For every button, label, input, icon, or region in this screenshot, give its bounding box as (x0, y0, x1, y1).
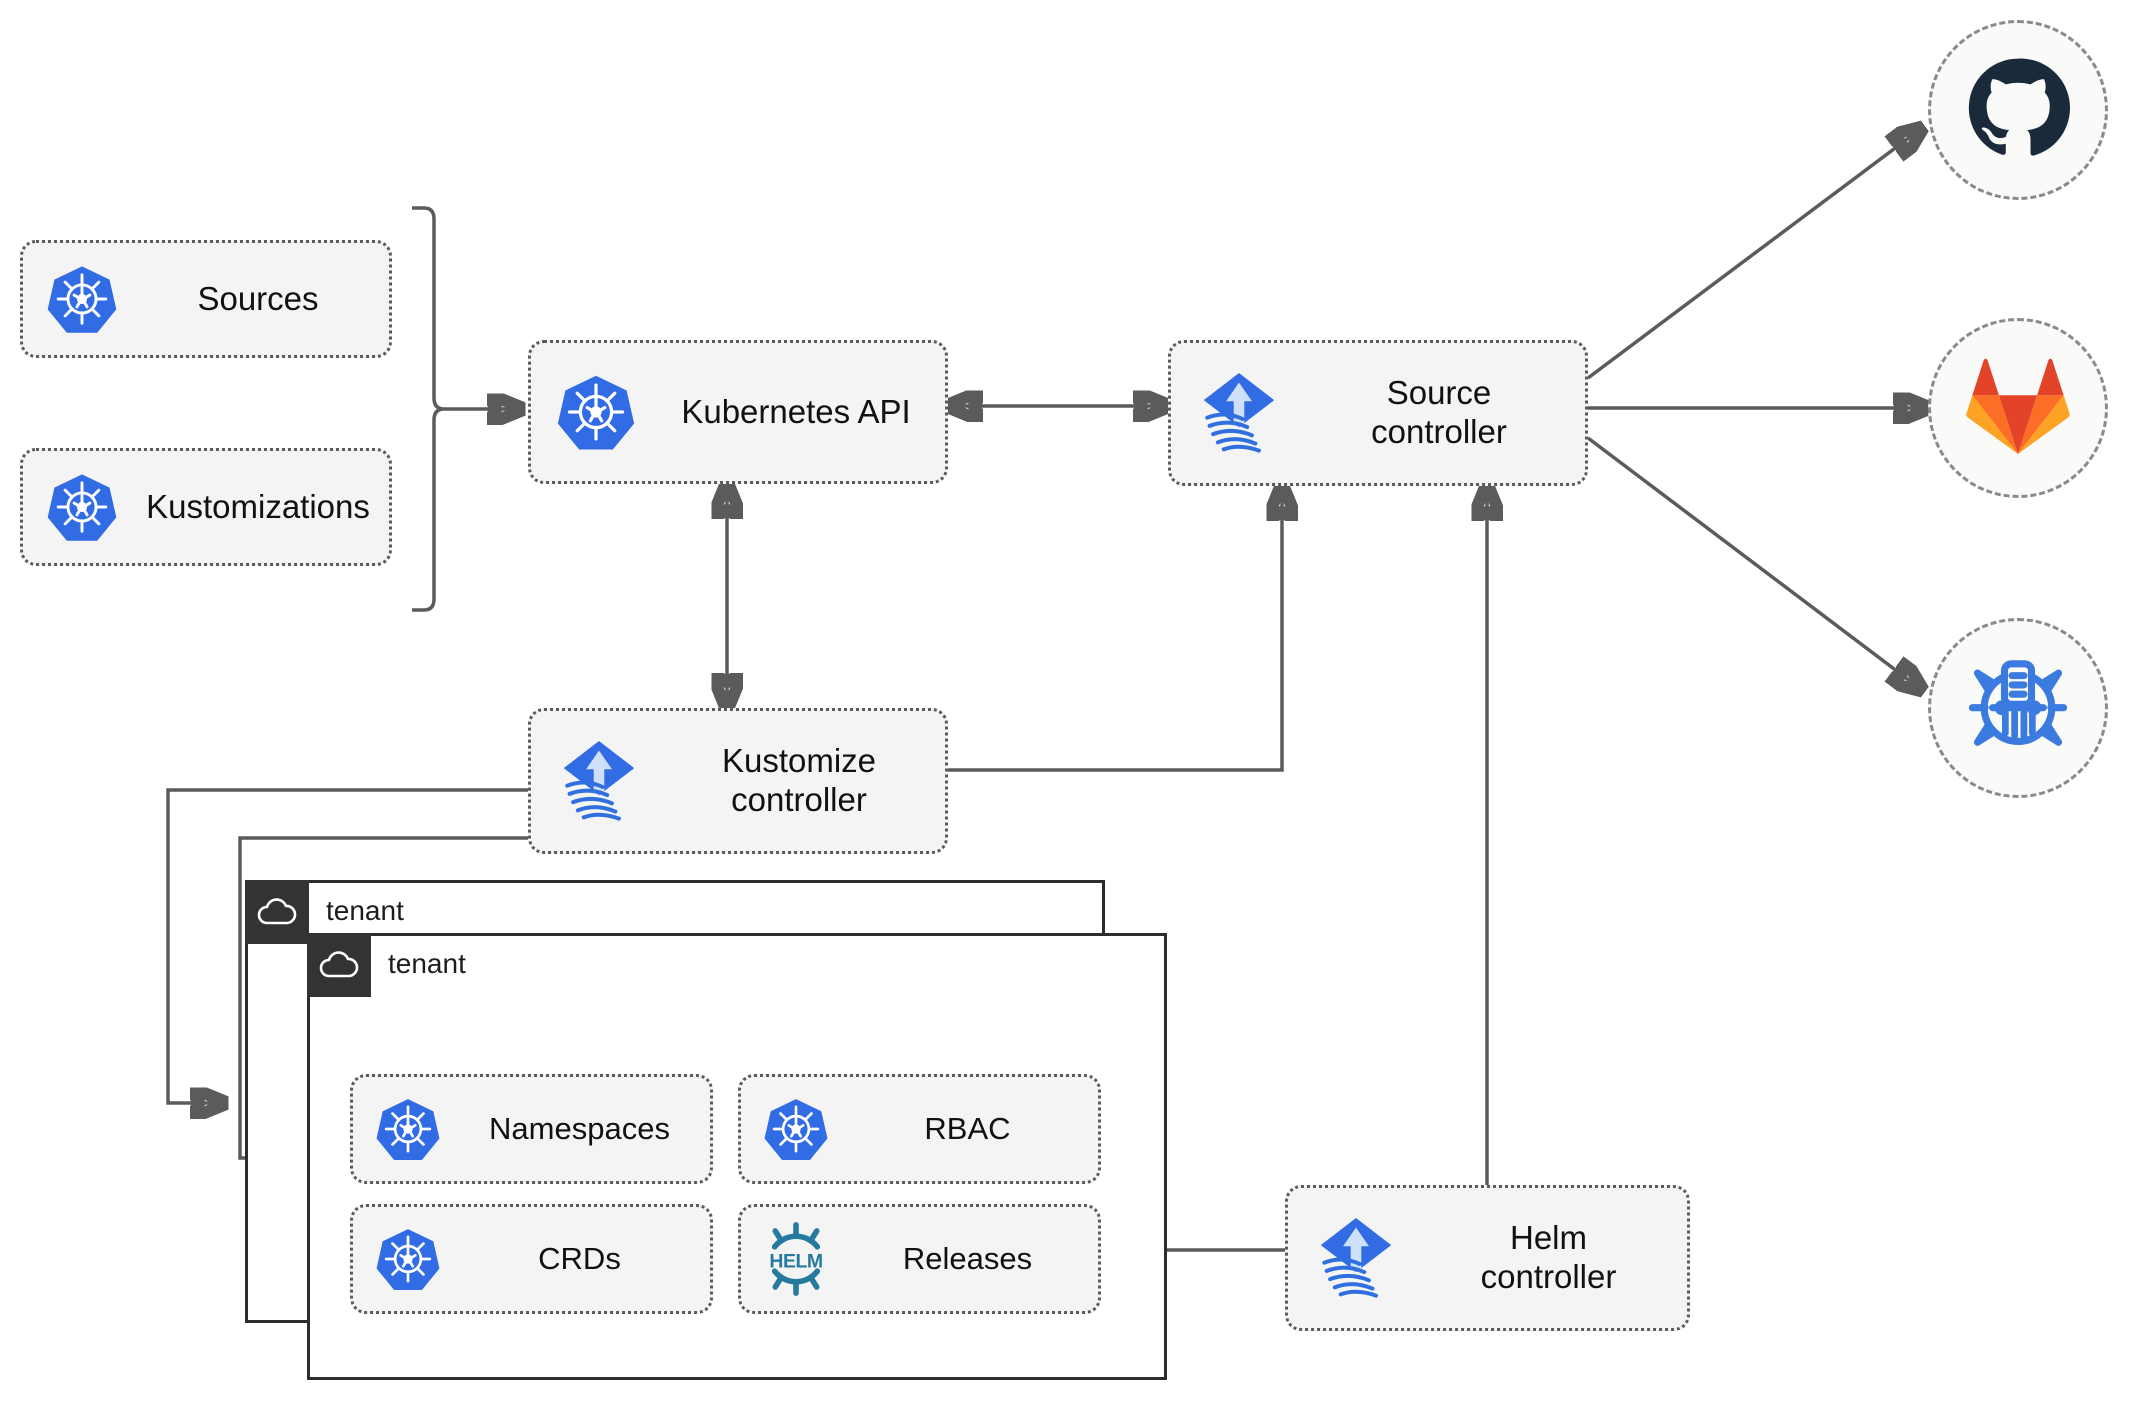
tenant-resource-label: RBAC (924, 1110, 1011, 1146)
flux-icon (1171, 366, 1307, 460)
svg-text:HELM: HELM (769, 1251, 822, 1273)
resource-label: Sources (197, 279, 319, 317)
tenant-resource-namespaces[interactable]: Namespaces (350, 1074, 713, 1184)
github-icon (1966, 56, 2070, 165)
flux-icon (531, 734, 667, 828)
kubernetes-icon (353, 1096, 463, 1162)
gitlab-icon (1966, 354, 2070, 463)
helm-icon: HELM (741, 1220, 851, 1298)
resource-label: Kustomizations (146, 487, 370, 525)
cloud-icon (307, 933, 371, 997)
kubernetes-icon (531, 372, 661, 452)
flux-icon (1288, 1211, 1424, 1305)
tenant-resource-rbac[interactable]: RBAC (738, 1074, 1101, 1184)
kubernetes-icon (353, 1226, 463, 1292)
cloud-icon (245, 880, 309, 944)
kubernetes-api-node[interactable]: Kubernetes API (528, 340, 948, 484)
kustomize-controller-label: Kustomize controller (721, 742, 877, 818)
tenant-resource-label: Namespaces (489, 1110, 670, 1146)
provider-github[interactable] (1928, 20, 2108, 200)
helm-repository-icon (1964, 652, 2072, 765)
helm-controller-node[interactable]: Helm controller (1285, 1185, 1690, 1331)
kubernetes-api-label: Kubernetes API (681, 392, 911, 430)
tenant-container-front[interactable]: tenant Namespa (307, 933, 1167, 1380)
kustomize-controller-node[interactable]: Kustomize controller (528, 708, 948, 854)
tenant-label: tenant (326, 895, 404, 926)
kubernetes-icon (23, 263, 141, 335)
provider-helm-repository[interactable] (1928, 618, 2108, 798)
source-controller-label: Source controller (1371, 374, 1507, 450)
tenant-resource-label: Releases (902, 1240, 1033, 1276)
tenant-resource-releases[interactable]: HELM Releases (738, 1204, 1101, 1314)
helm-controller-label: Helm controller (1480, 1219, 1617, 1295)
resource-node-kustomizations[interactable]: Kustomizations (20, 448, 392, 566)
tenant-label: tenant (388, 948, 466, 979)
tenant-resource-crds[interactable]: CRDs (350, 1204, 713, 1314)
tenant-resource-label: CRDs (538, 1240, 621, 1276)
kubernetes-icon (741, 1096, 851, 1162)
resource-node-sources[interactable]: Sources (20, 240, 392, 358)
source-controller-node[interactable]: Source controller (1168, 340, 1588, 486)
provider-gitlab[interactable] (1928, 318, 2108, 498)
kubernetes-icon (23, 471, 141, 543)
